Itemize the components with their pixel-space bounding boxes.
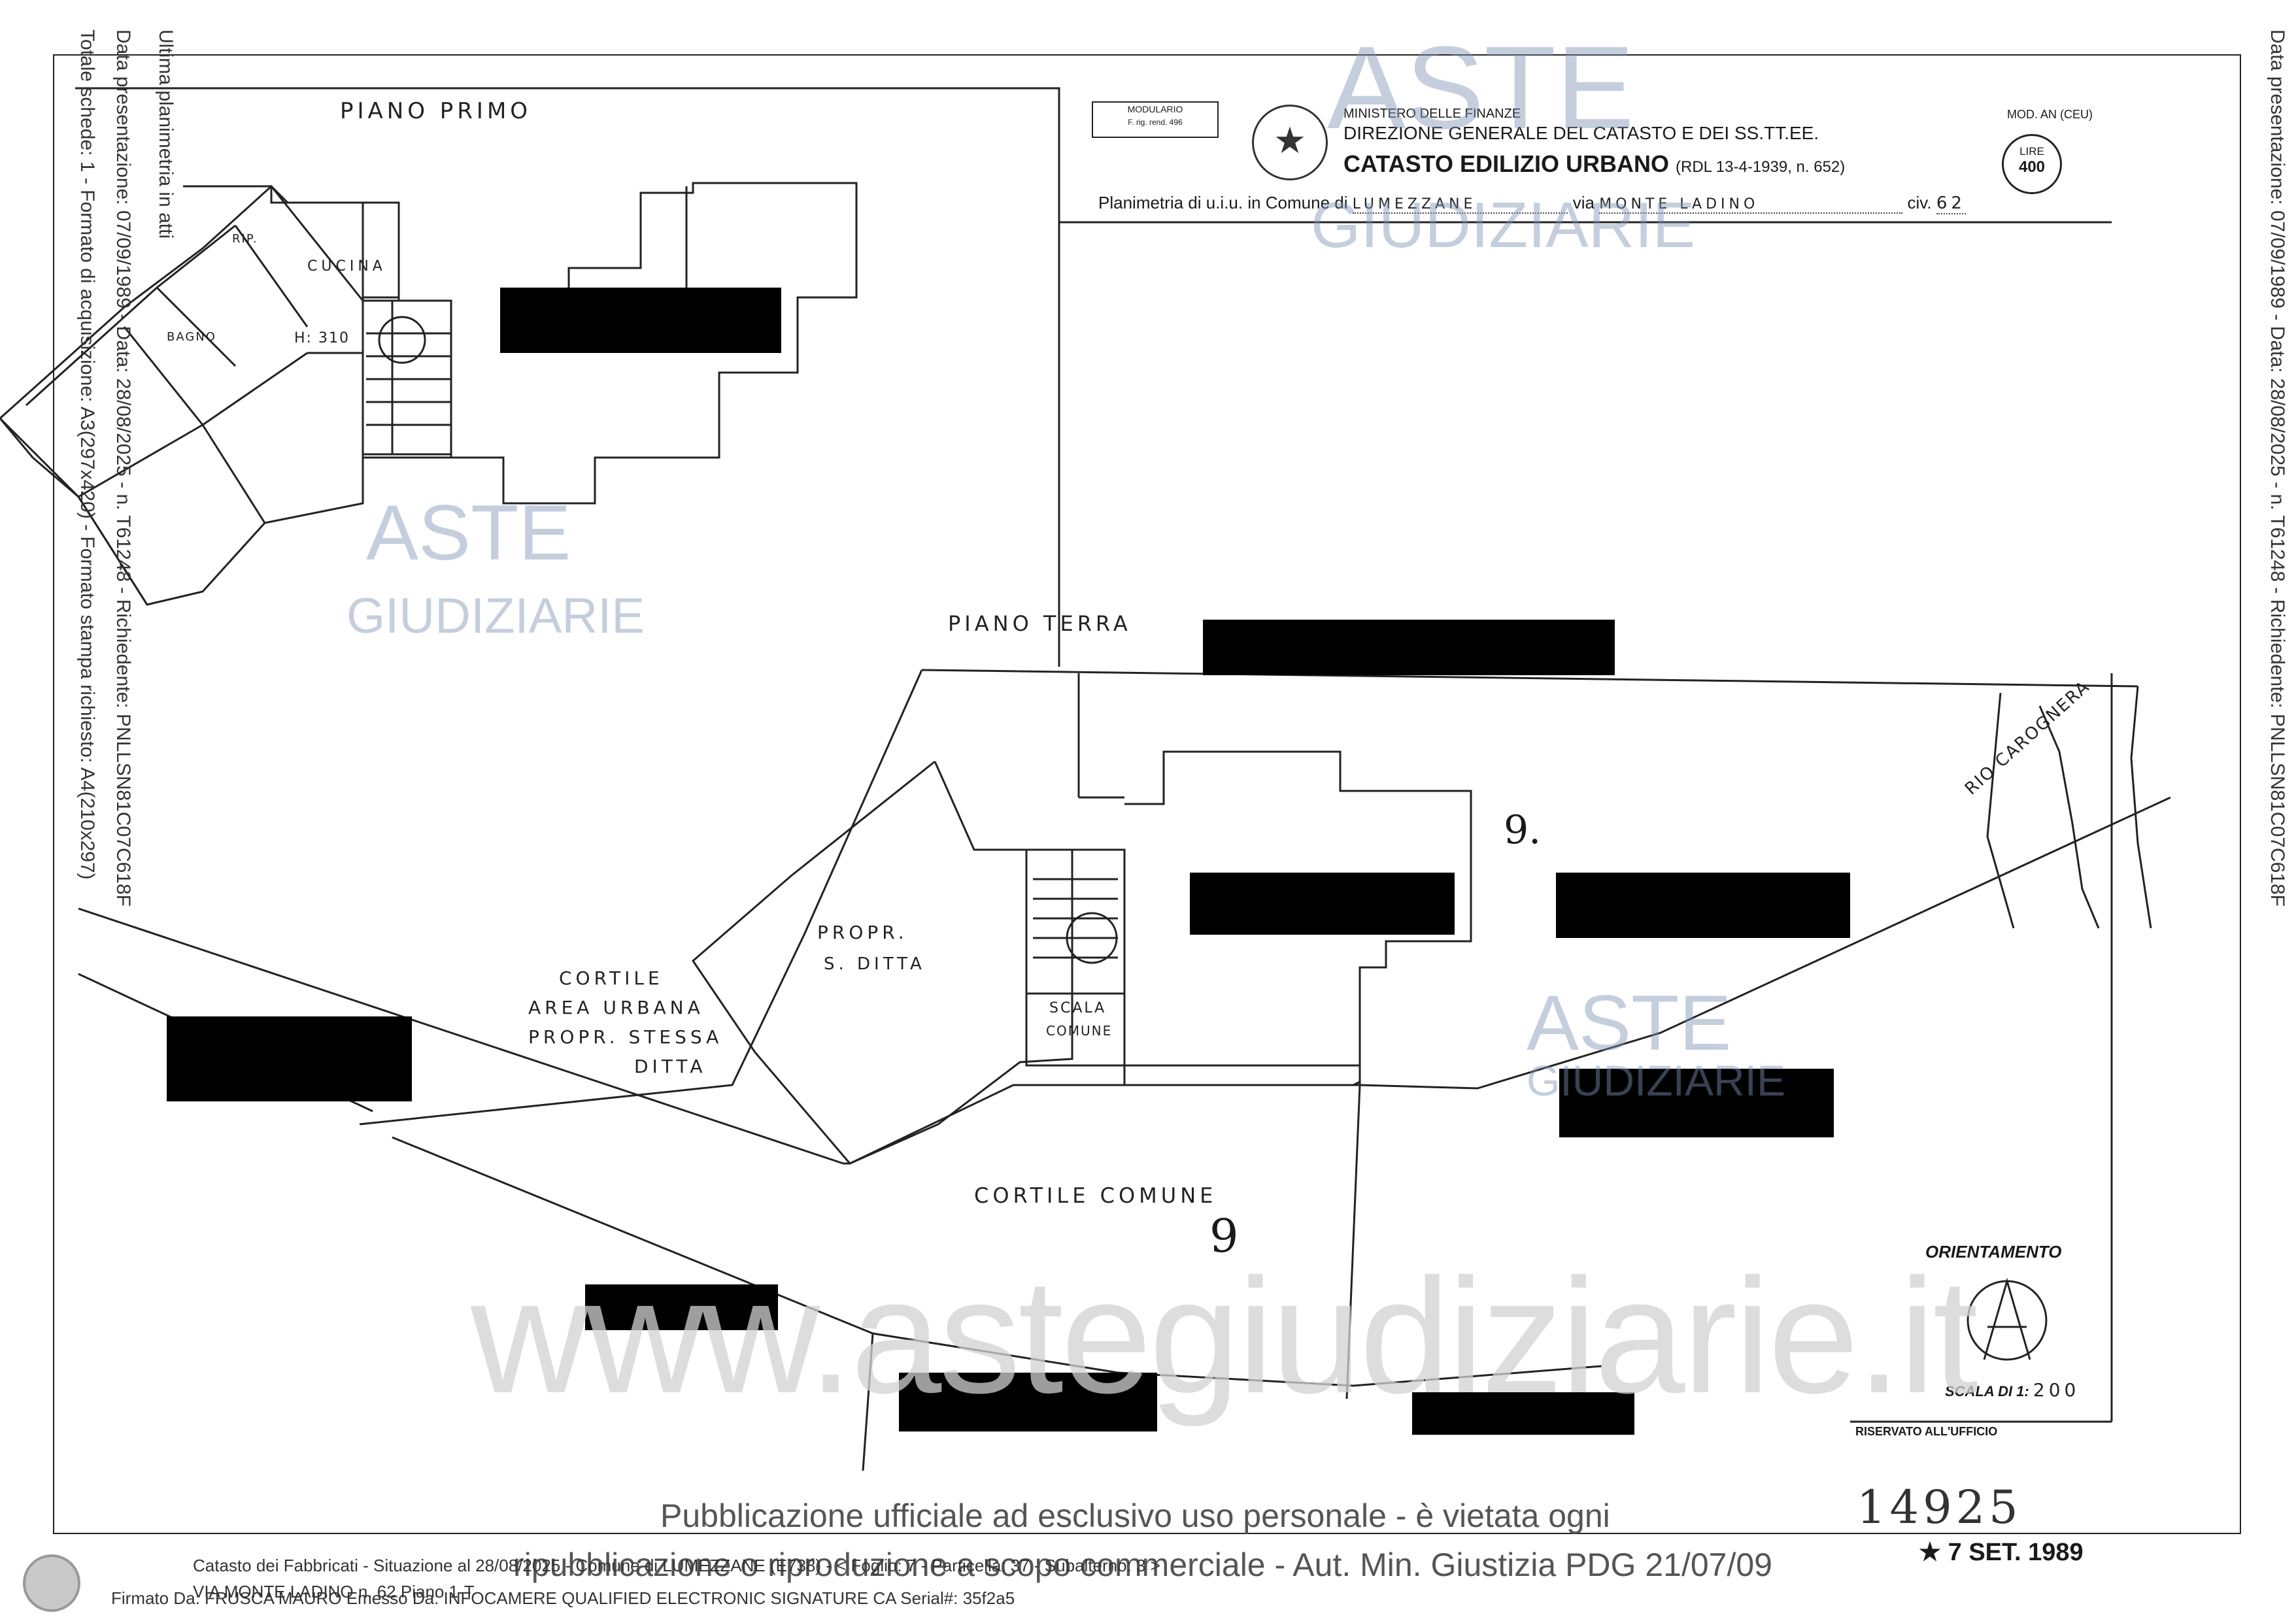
label-comune: COMUNE: [1046, 1023, 1113, 1039]
lire-stamp: LIRE 400: [2002, 134, 2062, 194]
modulario-sub: F. rig. rend. 496: [1128, 118, 1183, 127]
label-cucina: CUCINA: [307, 258, 386, 275]
orientamento-label: ORIENTAMENTO: [1925, 1242, 2062, 1262]
office-number: 14925: [1857, 1481, 2022, 1534]
watermark-giudiziarie: GIUDIZIARIE: [1311, 189, 1696, 261]
scala-value: 200: [2033, 1379, 2080, 1401]
direction-label: DIREZIONE GENERALE DEL CATASTO E DEI SS.…: [1343, 123, 1819, 143]
seal-icon: [23, 1554, 80, 1612]
side-text-left-1: Ultima planimetria in atti: [155, 29, 177, 239]
label-s-ditta: S. DITTA: [824, 954, 926, 974]
redaction-box: [1190, 873, 1455, 935]
comune-value: LUMEZZANE: [1352, 196, 1568, 214]
civ-label: civ.: [1907, 193, 1932, 212]
label-area-urbana: AREA URBANA: [528, 997, 704, 1018]
emblem-icon: ★: [1252, 105, 1328, 180]
footer-pubblicazione-1: Pubblicazione ufficiale ad esclusivo uso…: [660, 1498, 1610, 1534]
via-label: via: [1572, 193, 1595, 212]
modulario-box: MODULARIO F. rig. rend. 496: [1092, 101, 1219, 138]
label-propr-stessa: PROPR. STESSA: [528, 1026, 723, 1048]
label-piano-terra: PIANO TERRA: [948, 611, 1132, 636]
redaction-box: [899, 1373, 1157, 1431]
watermark-giudiziarie: GIUDIZIARIE: [346, 588, 645, 644]
label-rip: RIP.: [232, 232, 258, 246]
catasto-name: CATASTO EDILIZIO URBANO: [1343, 150, 1669, 177]
label-height: H: 310: [294, 330, 350, 346]
label-cortile-comune: CORTILE COMUNE: [974, 1183, 1217, 1208]
label-nine-b: 9: [1209, 1209, 1239, 1263]
catasto-title: CATASTO EDILIZIO URBANO (RDL 13-4-1939, …: [1343, 150, 1845, 178]
civ-value: 62: [1936, 193, 1966, 214]
planimetria-prefix: Planimetria di u.i.u. in Comune di: [1098, 193, 1348, 212]
watermark-site: www.astegiudiziarie.it: [471, 1245, 1978, 1427]
label-ditta: DITTA: [634, 1056, 707, 1077]
redaction-box: [1556, 873, 1850, 938]
label-bagno: BAGNO: [167, 330, 216, 344]
redaction-box: [1559, 1069, 1834, 1137]
footer-pubblicazione-2: ripubblicazione o riproduzione a scopo c…: [513, 1547, 1772, 1583]
side-text-left-3: Totale schede: 1 - Formato di acquisizio…: [76, 29, 98, 880]
scala-label: SCALA DI 1:: [1945, 1383, 2029, 1399]
side-text-left-2: Data presentazione: 07/09/1989 - Data: 2…: [112, 29, 134, 907]
watermark-aste: ASTE: [1327, 22, 1635, 154]
riservato-label: RISERVATO ALL'UFFICIO: [1855, 1425, 1998, 1438]
star-icon: ★: [1919, 1539, 1942, 1566]
side-text-right-1: Data presentazione: 07/09/1989 - Data: 2…: [2267, 29, 2288, 907]
office-date-stamp: ★ 7 SET. 1989: [1919, 1537, 2084, 1567]
footer-address: VIA MONTE LADINO n. 62 Piano 1-T: [193, 1582, 475, 1601]
watermark-aste: ASTE: [366, 489, 571, 577]
redaction-box: [585, 1284, 778, 1330]
redaction-box: [167, 1016, 412, 1101]
lire-label: LIRE: [2019, 145, 2044, 158]
footer-catasto: Catasto dei Fabbricati - Situazione al 2…: [193, 1556, 1160, 1575]
ministry-label: MINISTERO DELLE FINANZE: [1343, 107, 1521, 121]
watermark-aste: ASTE: [1527, 979, 1732, 1067]
redaction-box: [1412, 1392, 1634, 1435]
modulario-label: MODULARIO: [1127, 104, 1183, 114]
lire-value: 400: [2018, 158, 2046, 176]
rdl-ref: (RDL 13-4-1939, n. 652): [1676, 158, 1846, 176]
planimetria-line: Planimetria di u.i.u. in Comune di LUMEZ…: [1098, 193, 1966, 214]
redaction-box: [1203, 620, 1615, 675]
watermark-giudiziarie: GIUDIZIARIE: [1527, 1056, 1786, 1105]
footer-firmato: Firmato Da: FRUSCA MAURO Emesso Da: INFO…: [111, 1588, 1015, 1608]
mod-label: MOD. AN (CEU): [2007, 108, 2093, 121]
label-propr: PROPR.: [817, 922, 908, 943]
scala-line: SCALA DI 1: 200: [1945, 1379, 2080, 1401]
label-scala: SCALA: [1049, 1000, 1107, 1016]
redaction-box: [500, 288, 781, 353]
label-nine-a: 9.: [1504, 807, 1542, 853]
label-cortile: CORTILE: [559, 967, 664, 989]
via-value: MONTE LADINO: [1599, 196, 1903, 214]
label-piano-primo: PIANO PRIMO: [340, 98, 532, 124]
stamp-date: 7 SET. 1989: [1948, 1539, 2084, 1566]
